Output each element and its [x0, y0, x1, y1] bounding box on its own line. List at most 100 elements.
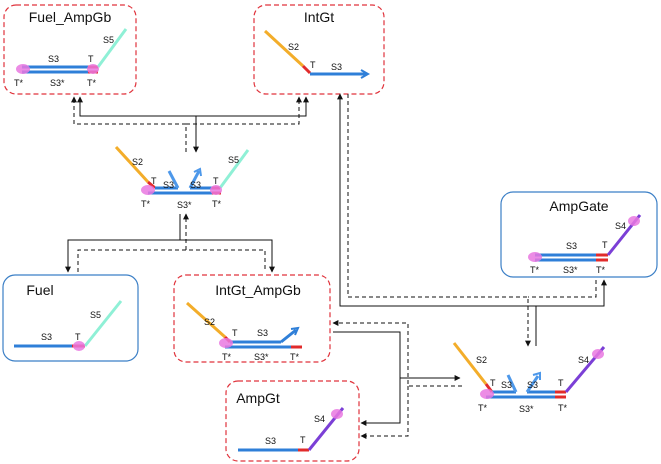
- label-s3-right: S3: [190, 180, 201, 190]
- label-s3-star: S3*: [519, 404, 534, 414]
- connectors: [65, 93, 607, 439]
- label-s3-star: S3*: [254, 352, 269, 362]
- strand-s3-branch-right: [525, 375, 540, 393]
- label-s4: S4: [615, 221, 626, 231]
- strand-s3-arrowhead: [290, 326, 300, 336]
- arrow-bottom-dashed-out: [332, 320, 462, 387]
- arrow-right-dashed-ampgate: [528, 280, 597, 298]
- complex-ampgate: S3 T S4 T* S3* T*: [528, 214, 642, 275]
- strand-s2: [114, 145, 150, 184]
- fluorophore-left: [16, 64, 30, 74]
- label-s4: S4: [314, 414, 325, 424]
- label-t-star-right: T*: [558, 403, 567, 413]
- label-t-star-right: T*: [290, 352, 299, 362]
- label-s3-star: S3*: [563, 265, 578, 275]
- label-s3-left: S3: [163, 180, 174, 190]
- arrow-top-dashed-right: [186, 96, 302, 125]
- arrow-mid-solid-right: [180, 239, 275, 273]
- complex-fuel-ampgb: S3 T S5 T* S3* T*: [14, 28, 128, 88]
- label-s2: S2: [476, 355, 487, 365]
- label-t-star-left: T*: [222, 352, 231, 362]
- label-t: T: [602, 240, 608, 250]
- arrow-bottom-solid-in: [333, 331, 461, 381]
- label-s5: S5: [103, 35, 114, 45]
- label-t-left: T: [151, 176, 157, 186]
- label-t-star-left: T*: [478, 403, 487, 413]
- arrow-right-dashed-intgt: [347, 94, 531, 347]
- strand-s5: [96, 28, 128, 68]
- label-s3-right: S3: [527, 380, 538, 390]
- label-t-right: T: [558, 378, 564, 388]
- box-intgt: IntGt: [253, 4, 385, 95]
- label-t-star-left: T*: [530, 265, 539, 275]
- fluorophore: [219, 338, 233, 348]
- label-s2: S2: [288, 42, 299, 52]
- label-s2: S2: [132, 157, 143, 167]
- box-fuel-ampgb: Fuel_AmpGb: [3, 4, 137, 95]
- arrow-right-solid-ampgate: [536, 279, 607, 307]
- branch-arrowhead: [193, 167, 202, 177]
- box-ampgate: AmpGate: [500, 191, 658, 278]
- label-t-left: T: [490, 378, 496, 388]
- label-s3: S3: [257, 328, 268, 338]
- strand-s5: [218, 149, 250, 189]
- label-s3: S3: [48, 54, 59, 64]
- label-t: T: [300, 435, 306, 445]
- strand-s3-branch-left: [506, 374, 518, 393]
- label-t: T: [310, 60, 316, 70]
- toehold-t-left: [147, 180, 156, 190]
- strand-s3-branch-left: [167, 170, 180, 189]
- label-t: T: [88, 54, 94, 64]
- strand-s2: [185, 301, 227, 339]
- arrow-top-dashed-merge: [71, 96, 187, 152]
- label-t: T: [232, 328, 238, 338]
- label-s3-left: S3: [501, 380, 512, 390]
- arrow-bottom-dashed-ampgt: [360, 386, 409, 439]
- strand-s5: [83, 300, 123, 347]
- label-s2: S2: [204, 317, 215, 327]
- fluorophore-right: [628, 216, 640, 226]
- label-t-right: T: [213, 176, 219, 186]
- box-title-fuel: Fuel: [26, 282, 53, 298]
- arrow-top-solid-merge: [77, 96, 309, 117]
- box-intgt-ampgb: IntGt_AmpGb: [173, 274, 331, 363]
- arrow-right-solid-intgt: [337, 93, 537, 346]
- label-t-star-right: T*: [596, 265, 605, 275]
- complex-intgt: S2 T S3: [263, 29, 371, 79]
- box-ampgt: AmpGt: [225, 380, 360, 462]
- label-t-star-left: T*: [14, 78, 23, 88]
- label-s3: S3: [566, 241, 577, 251]
- box-title-intgt: IntGt: [304, 9, 334, 25]
- label-s3-star: S3*: [50, 78, 65, 88]
- complex-intgt-ampgb: S2 T S3 T* S3* T*: [185, 301, 302, 362]
- box-title-ampgt: AmpGt: [236, 390, 280, 406]
- label-t-star-right: T*: [212, 199, 221, 209]
- strand-s3-arrowhead: [360, 69, 371, 79]
- label-s5: S5: [228, 155, 239, 165]
- box-fuel: Fuel: [2, 274, 139, 362]
- fluorophore: [73, 341, 85, 351]
- label-s5: S5: [90, 310, 101, 320]
- label-s4: S4: [578, 355, 589, 365]
- complex-central-top: S2 T S3 S3 T S5 T* S3* T*: [114, 145, 250, 210]
- strand-s3-tail: [280, 328, 297, 344]
- label-s3: S3: [265, 436, 276, 446]
- fluorophore: [331, 409, 343, 419]
- fluorophore-right: [87, 64, 99, 74]
- box-title-ampgate: AmpGate: [549, 198, 608, 214]
- complex-central-bottom: S2 T S3 S3 T S4 T* S3* T*: [452, 342, 606, 414]
- label-s3: S3: [331, 62, 342, 72]
- fluorophore-left: [141, 185, 155, 195]
- arrow-mid-solid-split: [65, 214, 181, 273]
- strand-s2: [452, 342, 488, 385]
- fluorophore-right: [592, 349, 604, 359]
- fluorophore-right: [210, 185, 222, 195]
- branch-arrowhead: [532, 371, 541, 380]
- label-t: T: [75, 332, 81, 342]
- arrow-mid-dashed-left: [77, 249, 266, 272]
- box-title-intgt-ampgb: IntGt_AmpGb: [215, 282, 301, 298]
- label-s3-star: S3*: [177, 200, 192, 210]
- label-s3: S3: [41, 332, 52, 342]
- label-t-star-right: T*: [87, 78, 96, 88]
